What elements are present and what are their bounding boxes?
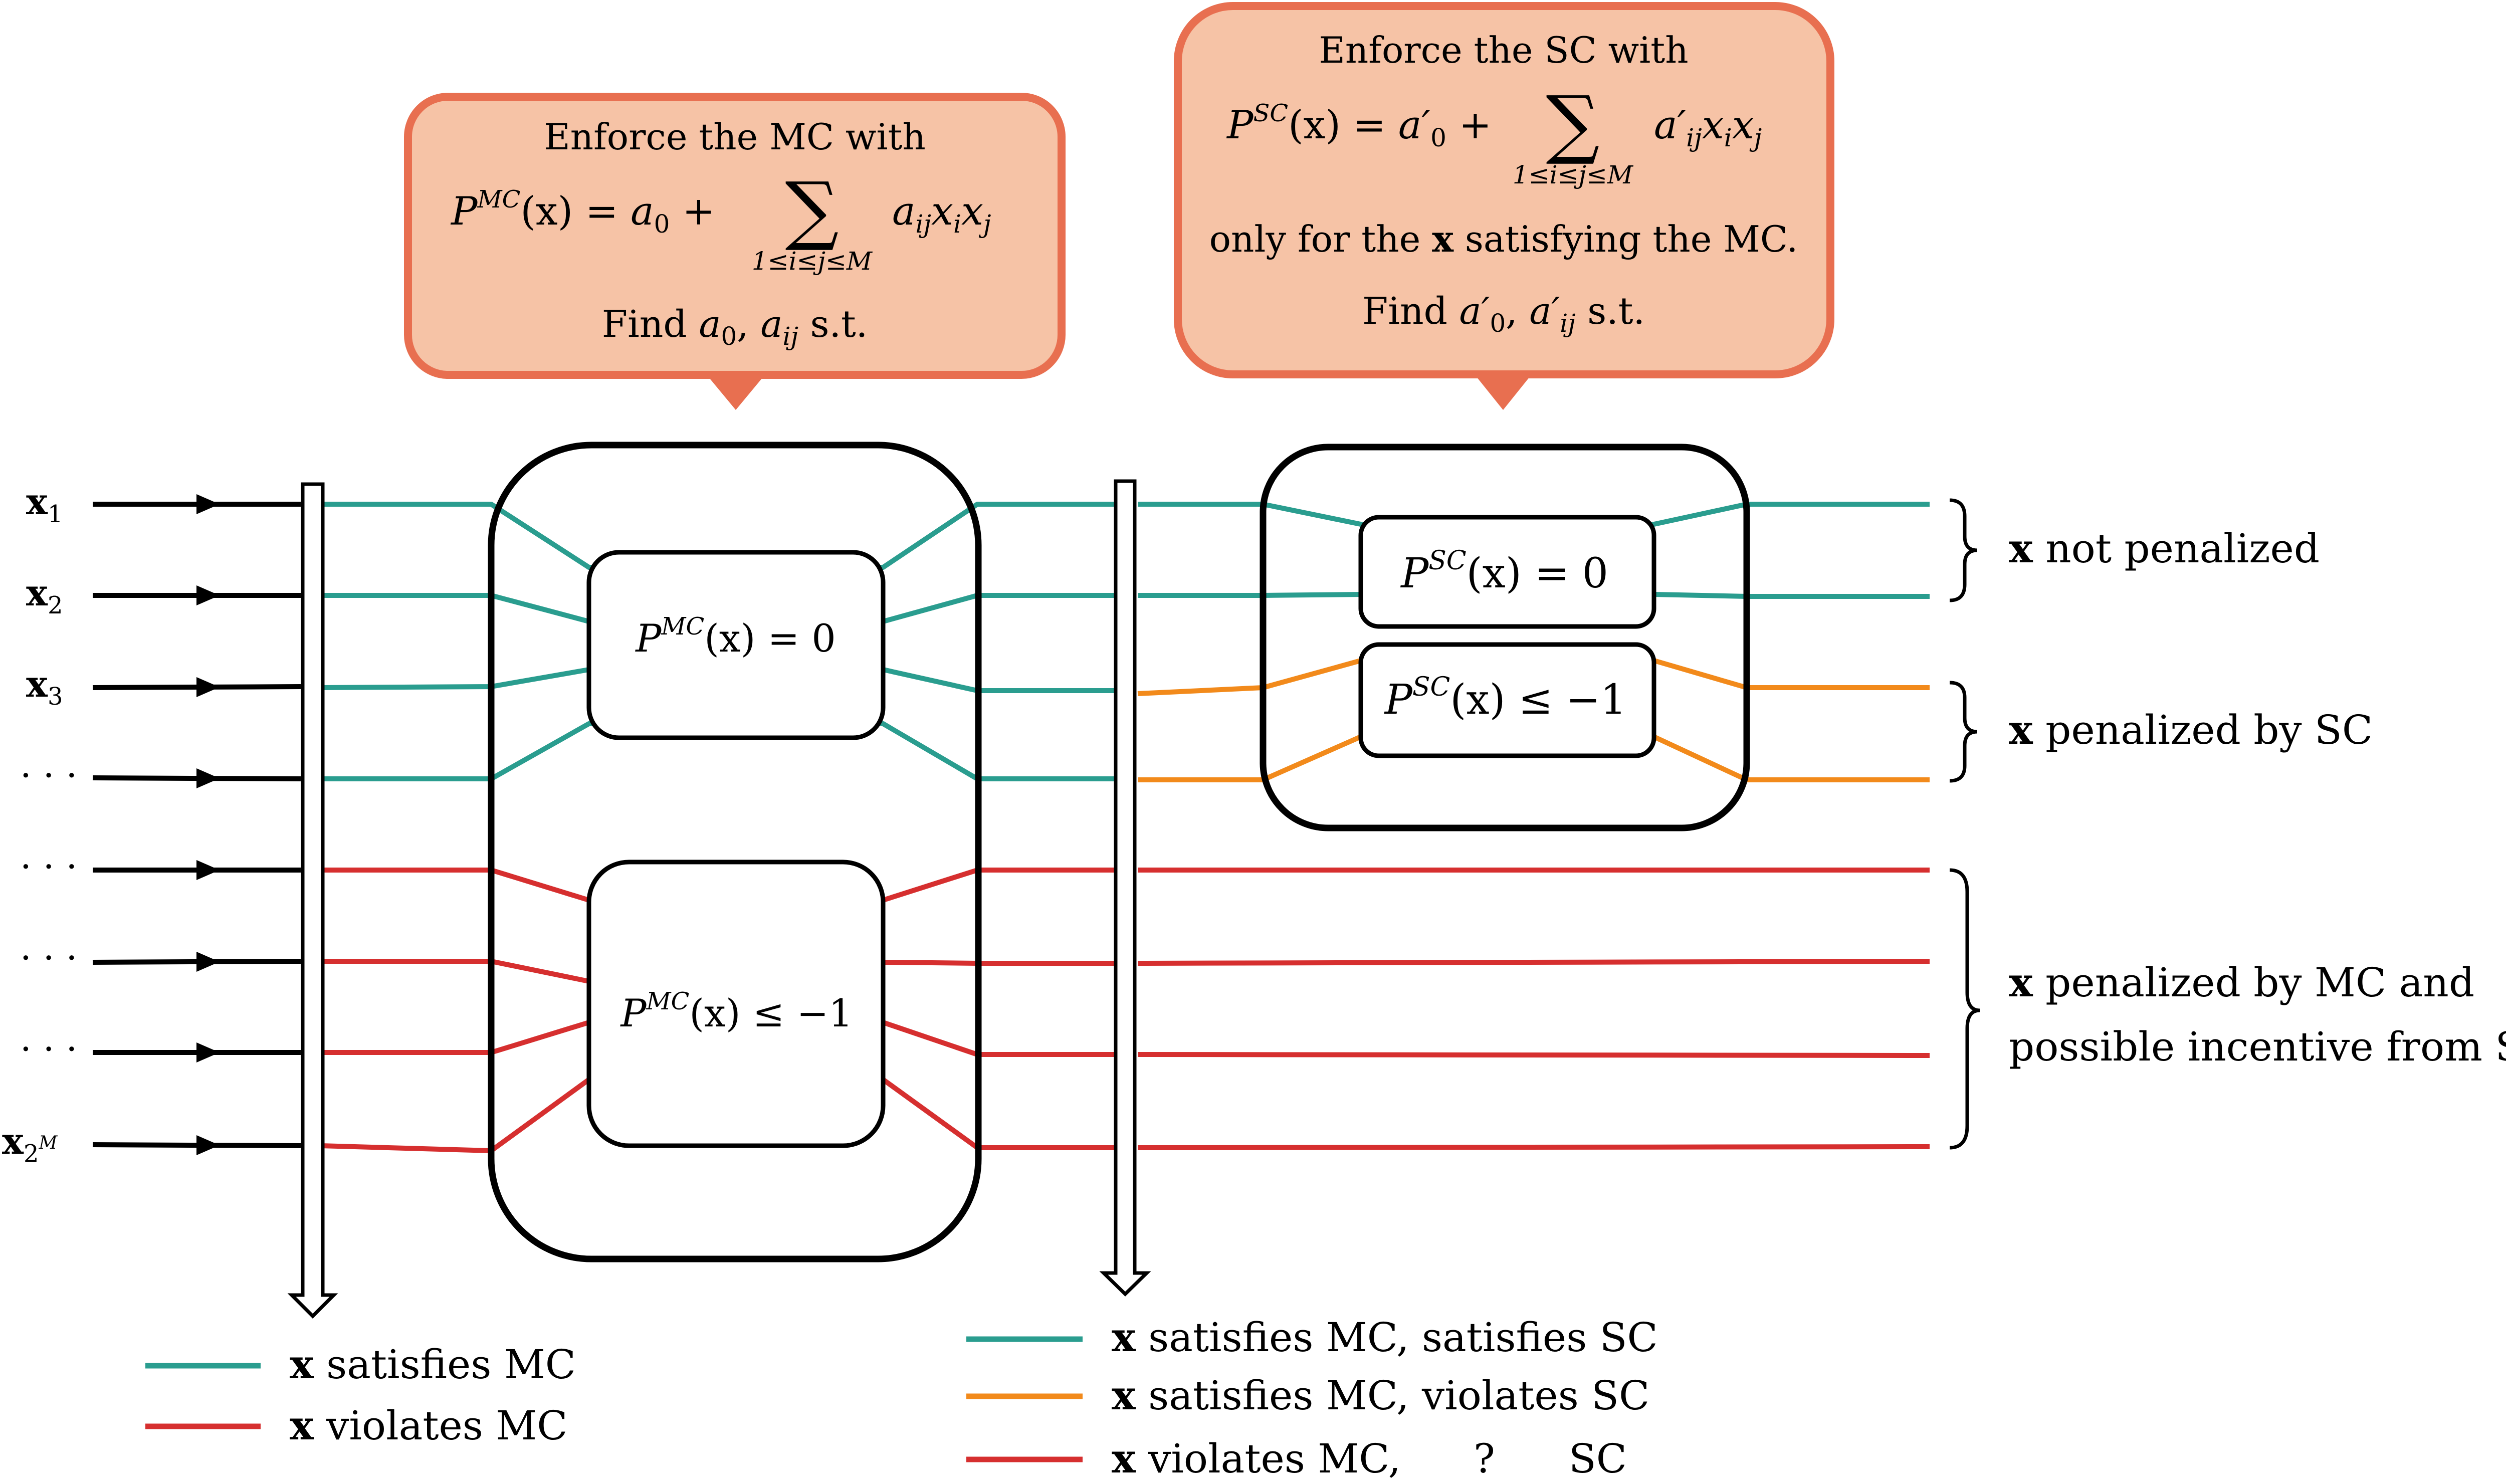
sc-callout-line3: only for the x satisfying the MC. — [1209, 218, 1798, 260]
sc-stage: PSC(x) = 0 PSC(x) ≤ −1 — [1260, 444, 1750, 831]
input-label-dots-1: · · · — [20, 754, 77, 796]
legend-right: x satisfies MC, satisfies SC x satisfies… — [966, 1314, 1658, 1482]
input-label-dots-2: · · · — [20, 845, 77, 888]
label-penalized-sc: x penalized by SC — [2009, 706, 2373, 753]
arrowhead — [196, 1042, 220, 1063]
input-label-x3: x3 — [26, 663, 63, 711]
legend-right-item3-question: ? — [1474, 1435, 1495, 1482]
sc-zero-box — [1358, 515, 1656, 629]
sc-callout-find: Find a′0, a′ij s.t. — [1362, 290, 1645, 338]
sc-callout: Enforce the SC with PSC(x) = a′0 + ∑ 1≤i… — [1174, 2, 1834, 410]
brace-penalized-sc — [1949, 681, 1978, 783]
mc-neg-label: PMC(x) ≤ −1 — [619, 987, 853, 1035]
sc-callout-term: a′ijxixj — [1654, 103, 1762, 152]
mc-callout: Enforce the MC with PMC(x) = a0 + ∑ 1≤i≤… — [404, 93, 1066, 410]
input-arrowheads — [196, 494, 220, 1155]
arrowhead — [196, 952, 220, 972]
sc-callout-sum-range: 1≤i≤j≤M — [1513, 160, 1634, 189]
legend-right-item3-sc: SC — [1569, 1435, 1627, 1482]
sc-neg-label: PSC(x) ≤ −1 — [1384, 672, 1627, 724]
wire-red — [1137, 959, 1930, 966]
mc-stage: PMC(x) = 0 PMC(x) ≤ −1 — [488, 442, 982, 1262]
sc-callout-formula: PSC(x) = a′0 + — [1226, 99, 1492, 152]
sc-outer-box — [1260, 444, 1750, 831]
arrowhead — [196, 494, 220, 514]
mc-callout-pointer — [707, 375, 765, 410]
arrowhead — [196, 677, 220, 697]
sc-neg-box — [1358, 642, 1656, 758]
input-label-dots-4: · · · — [20, 1028, 77, 1070]
arrowhead — [196, 585, 220, 605]
brace-penalized-mc — [1949, 868, 1980, 1150]
legend-right-item3: x violates MC, — [1112, 1435, 1401, 1482]
mc-callout-sum-range: 1≤i≤j≤M — [752, 247, 873, 276]
mc-callout-find: Find a0, aij s.t. — [602, 303, 868, 351]
mc-callout-line1: Enforce the MC with — [544, 116, 926, 158]
input-label-dots-3: · · · — [20, 937, 77, 979]
sc-callout-line1: Enforce the SC with — [1319, 29, 1688, 71]
wire-red — [1137, 1144, 1930, 1150]
mc-zero-label: PMC(x) = 0 — [635, 612, 836, 661]
legend-left-item2: x violates MC — [290, 1402, 567, 1449]
sc-callout-pointer — [1475, 374, 1532, 410]
label-not-penalized: x not penalized — [2009, 525, 2320, 572]
arrowhead — [196, 860, 220, 880]
arrowhead — [196, 1135, 220, 1155]
label-penalized-mc-line1: x penalized by MC and — [2009, 959, 2474, 1006]
input-label-x2: x2 — [26, 571, 63, 619]
down-arrow-shape — [287, 482, 338, 1319]
input-label-x1: x1 — [26, 480, 63, 528]
label-penalized-mc-line2: possible incentive from SC — [2009, 1023, 2506, 1070]
mc-callout-sum-sign: ∑ — [785, 166, 839, 254]
mc-callout-term: aijxixj — [892, 189, 991, 239]
input-labels: x1 x2 x3 · · · · · · · · · · · · x2M — [2, 480, 77, 1168]
brace-not-penalized — [1949, 498, 1978, 602]
wire-red — [1137, 1052, 1930, 1058]
legend-left-item1: x satisfies MC — [290, 1341, 576, 1388]
legend-right-item1: x satisfies MC, satisfies SC — [1112, 1314, 1658, 1361]
right-braces — [1949, 498, 1980, 1150]
mc-callout-formula: PMC(x) = a0 + — [450, 185, 715, 239]
input-label-x2M: x2M — [2, 1120, 58, 1168]
legend-left: x satisfies MC x violates MC — [145, 1341, 576, 1449]
legend-right-item2: x satisfies MC, violates SC — [1112, 1372, 1649, 1419]
right-labels: x not penalized x penalized by SC x pena… — [2009, 525, 2506, 1070]
vertical-arrow-left — [287, 482, 338, 1319]
sc-callout-sum-sign: ∑ — [1546, 80, 1599, 167]
mc-zero-box — [586, 550, 886, 740]
mc-neg-box — [586, 860, 886, 1148]
down-arrow-shape — [1099, 479, 1151, 1297]
mc-outer-box — [488, 442, 982, 1262]
arrowhead — [196, 768, 220, 788]
vertical-arrow-right — [1099, 479, 1151, 1297]
sc-zero-label: PSC(x) = 0 — [1400, 546, 1608, 597]
